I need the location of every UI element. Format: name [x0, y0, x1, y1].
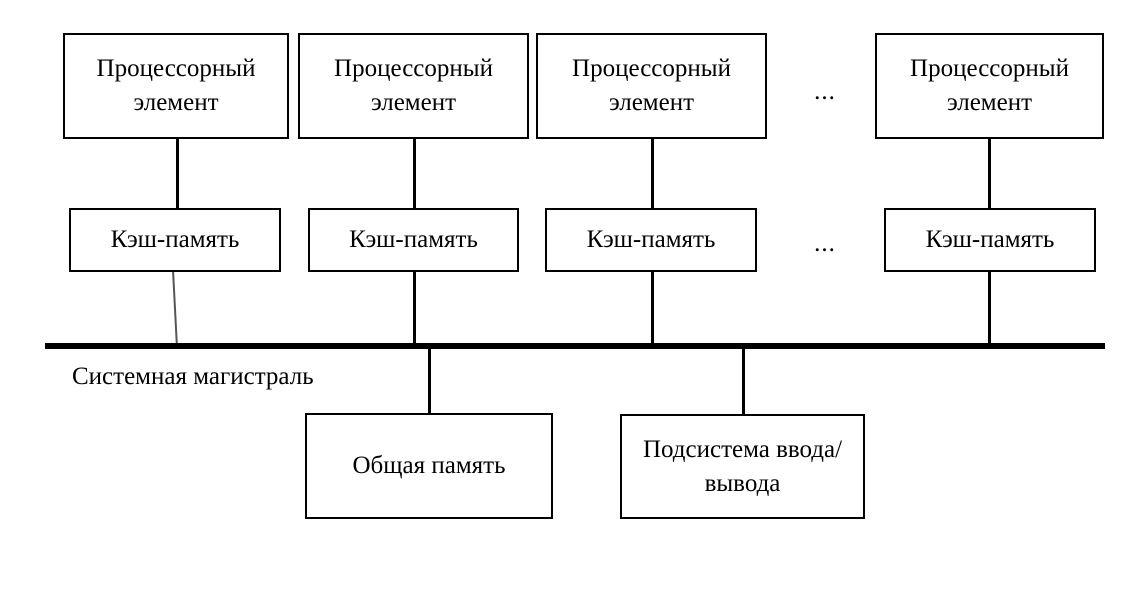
connector-bus-to-shared-memory: [428, 345, 431, 415]
ellipsis-cache-memories: ...: [814, 230, 836, 257]
io-subsystem-label: Подсистема ввода/вывода: [642, 435, 843, 497]
connector-pe3-to-cache3: [651, 138, 654, 210]
connector-pe4-to-cache4: [988, 138, 991, 210]
processing-element-3[interactable]: Процессорный элемент: [536, 33, 767, 139]
connector-pe2-to-cache2: [413, 138, 416, 210]
connector-cache1-to-bus: [172, 269, 178, 349]
system-bus-label: Системная магистраль: [72, 363, 314, 390]
connector-cache3-to-bus: [651, 270, 654, 348]
processing-element-2-label: Процессорный элемент: [334, 55, 493, 116]
cache-memory-4-label: Кэш-память: [925, 226, 1055, 254]
io-subsystem-block[interactable]: Подсистема ввода/вывода: [620, 414, 865, 519]
processing-element-2[interactable]: Процессорный элемент: [298, 33, 529, 139]
connector-cache4-to-bus: [988, 270, 991, 348]
cache-memory-4[interactable]: Кэш-память: [884, 208, 1096, 272]
system-bus-line: [45, 343, 1105, 349]
shared-memory-label: Общая память: [352, 452, 506, 480]
connector-pe1-to-cache1: [176, 138, 179, 210]
processing-element-4-label: Процессорный элемент: [910, 55, 1069, 116]
processing-element-1-label: Процессорный элемент: [96, 55, 256, 116]
processing-element-4[interactable]: Процессорный элемент: [875, 33, 1104, 139]
connector-cache2-to-bus: [413, 270, 416, 348]
cache-memory-2-label: Кэш-память: [349, 226, 478, 254]
processing-element-3-label: Процессорный элемент: [572, 55, 731, 116]
cache-memory-3-label: Кэш-память: [586, 226, 716, 254]
cache-memory-2[interactable]: Кэш-память: [308, 208, 519, 272]
cache-memory-1-label: Кэш-память: [110, 226, 240, 254]
ellipsis-processing-elements: ...: [814, 78, 836, 105]
processing-element-1[interactable]: Процессорный элемент: [63, 33, 289, 139]
shared-memory-block[interactable]: Общая память: [305, 413, 553, 519]
cache-memory-3[interactable]: Кэш-память: [545, 208, 757, 272]
connector-bus-to-io-subsystem: [742, 345, 745, 415]
cache-memory-1[interactable]: Кэш-память: [69, 208, 281, 272]
